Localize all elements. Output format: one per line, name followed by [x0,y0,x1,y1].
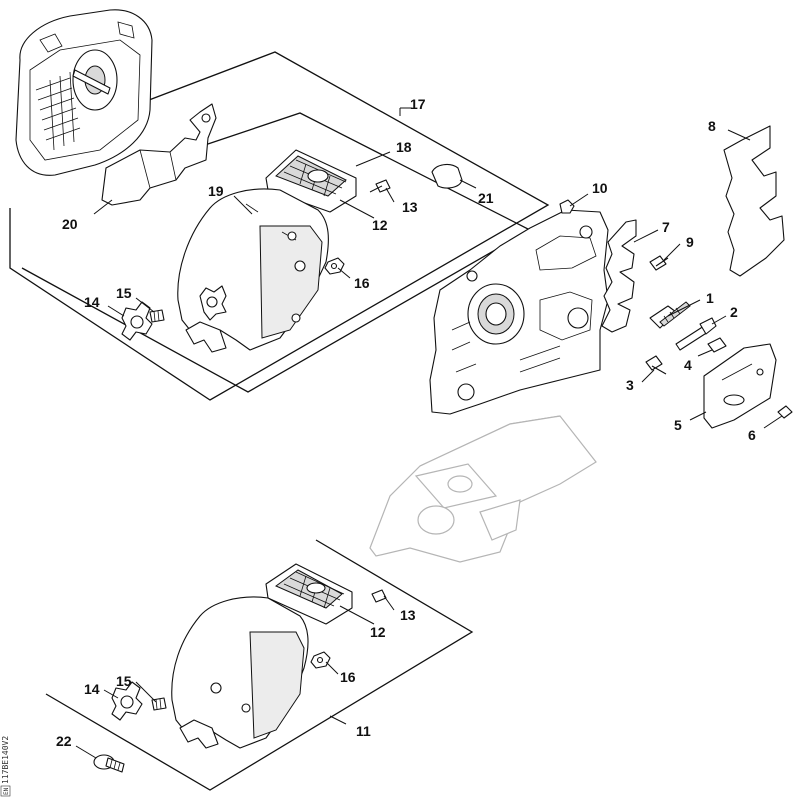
part-19-shroud-cover [177,188,329,353]
callout-12: 12 [372,217,388,233]
part-2-screw [675,317,717,351]
assembly-frame-17 [9,51,550,401]
part-10-nut [559,199,575,214]
part-21-cap [431,163,463,189]
starter-housing [15,9,153,176]
part-9-screw [649,255,669,271]
callout-16: 16 [354,275,370,291]
callout-22: 22 [56,733,72,749]
assembly-frame-11 [45,539,474,791]
rear-handle-outline [369,415,597,563]
part-15-spring-upper [149,309,165,323]
callout-6: 6 [748,427,756,443]
callout-2: 2 [730,304,738,320]
part-13-screw-lower [371,589,387,603]
callout-7: 7 [662,219,670,235]
part-16-nut-upper [324,257,345,275]
callout-15: 15 [116,285,132,301]
callout-14: 14 [84,294,100,310]
part-4-sleeve [707,337,727,353]
part-12-air-filter-lower [265,563,353,625]
callout-17: 17 [410,96,426,112]
callout-13: 13 [402,199,418,215]
part-3-nut [645,355,667,375]
callout-20: 20 [62,216,78,232]
callout-11: 11 [356,723,371,739]
part-14-knob-lower [111,681,143,721]
part-16-nut-lower [310,651,331,669]
callout-1: 1 [706,290,714,306]
leader-lines [75,107,783,759]
callout-14-lower: 14 [84,681,100,697]
part-20-shroud [101,103,217,206]
callout-10: 10 [592,180,608,196]
callout-5: 5 [674,417,682,433]
drawing-code: 117BE140V2 EN [0,736,11,797]
part-14-knob-upper [121,301,153,341]
callout-15-lower: 15 [116,673,132,689]
part-8-bumper-spike [723,125,785,277]
drawing-code-text: 117BE140V2 [1,736,10,784]
part-14-knob-on-cover [199,285,227,321]
callout-13-lower: 13 [400,607,416,623]
callout-16-lower: 16 [340,669,356,685]
drawing-code-suffix: EN [3,787,10,795]
part-7-spike-bumper [601,219,637,333]
callout-3: 3 [626,377,634,393]
callout-12-lower: 12 [370,624,386,640]
callout-4: 4 [684,357,692,373]
callout-21: 21 [478,190,494,206]
callout-9: 9 [686,234,694,250]
part-5-plate [703,343,777,429]
part-11-shroud-cover [171,596,309,749]
part-6-screw [777,405,793,419]
callout-18: 18 [396,139,412,155]
callout-8: 8 [708,118,716,134]
part-22-screw [93,754,125,773]
crankcase [429,209,609,415]
callout-numbers: 1 2 3 4 5 6 7 8 9 10 11 12 13 14 15 16 1… [56,96,756,749]
callout-19: 19 [208,183,224,199]
